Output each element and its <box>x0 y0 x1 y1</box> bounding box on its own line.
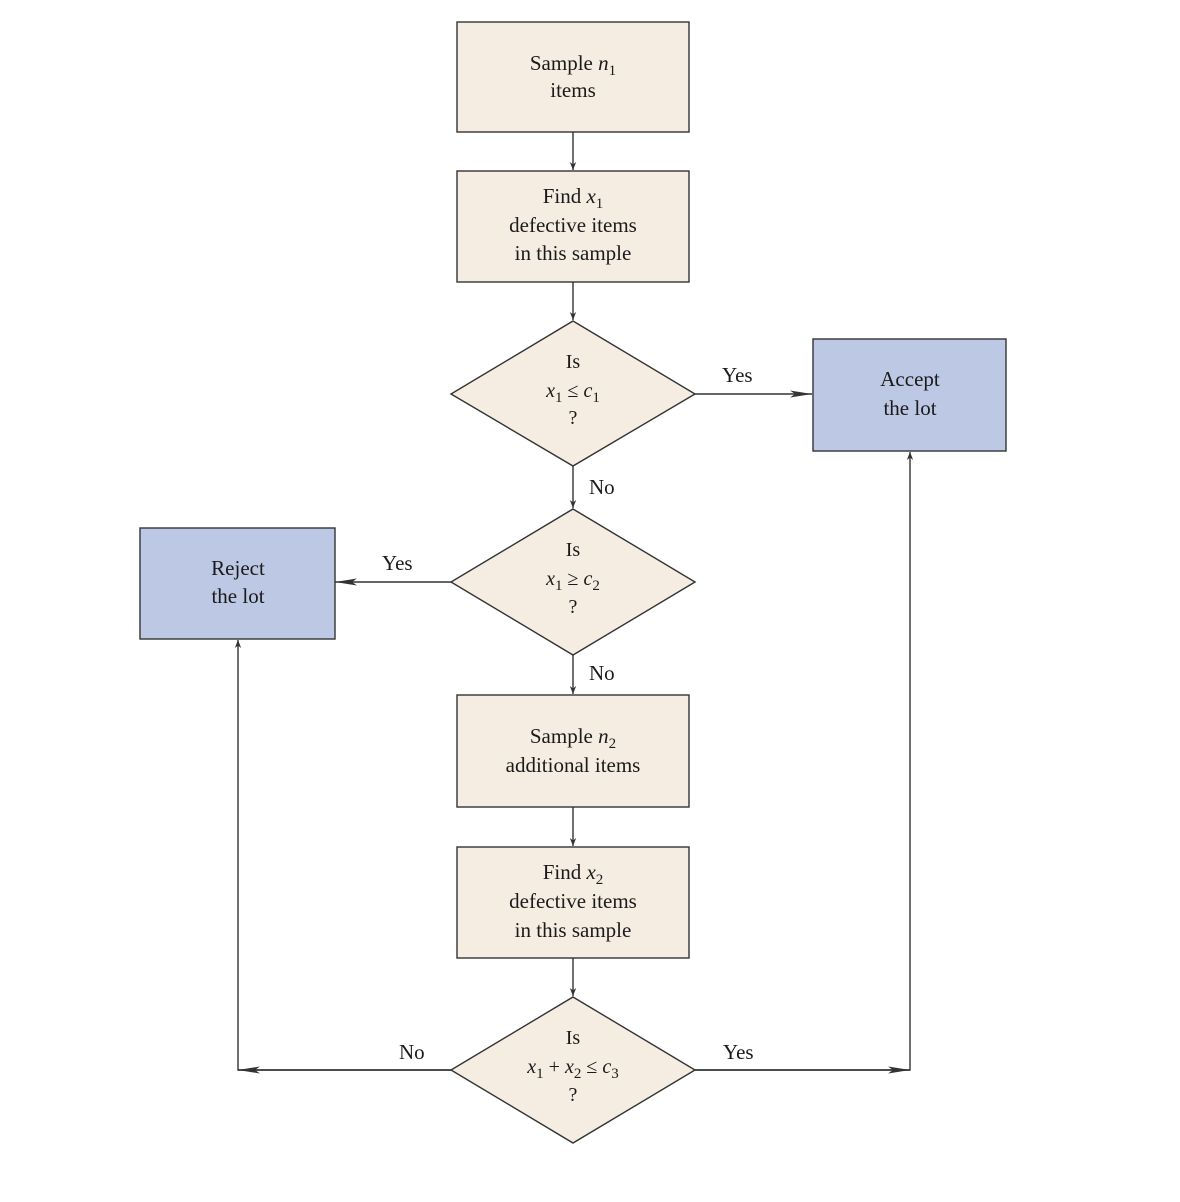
lhs-var: x <box>545 380 555 402</box>
lhs-var: x <box>545 568 555 590</box>
decision-text-line2: x1 + x2 ≤ c3 <box>526 1056 618 1082</box>
edge-label-d3-no: No <box>399 1040 425 1064</box>
node-var: x <box>585 184 596 208</box>
outcome-box <box>812 338 1007 452</box>
edge-label-d2-yes: Yes <box>382 551 413 575</box>
decision-text-line1: Is <box>566 1027 581 1049</box>
b-var: x <box>564 1056 574 1078</box>
node-text-line1: Sample n1 <box>530 51 616 79</box>
connectors <box>234 132 914 1074</box>
node-decision3: Is x1 + x2 ≤ c3 ? <box>449 996 697 1144</box>
process-box <box>456 694 690 808</box>
process-box <box>456 846 690 959</box>
node-text-line3: in this sample <box>515 918 632 942</box>
decision-diamond <box>449 320 697 467</box>
node-sub: 2 <box>596 872 604 888</box>
b-sub: 2 <box>574 1066 582 1082</box>
node-text-line3: in this sample <box>515 241 632 265</box>
rhs-var: c <box>602 1056 611 1078</box>
node-decision2: Is x1 ≥ c2 ? <box>449 508 697 656</box>
outcome-text-line1: Reject <box>211 556 265 580</box>
process-box <box>456 170 690 283</box>
edge-label-d3-yes: Yes <box>723 1040 754 1064</box>
rhs-sub: 2 <box>592 578 600 594</box>
node-text-line2: defective items <box>509 213 637 237</box>
edge-label-d1-yes: Yes <box>722 363 753 387</box>
decision-text-line1: Is <box>566 539 581 561</box>
outcome-box <box>139 527 336 640</box>
process-box <box>456 21 690 133</box>
edge-decision3-reject <box>234 640 451 1071</box>
node-word: Find <box>543 184 582 208</box>
decision-diamond <box>449 508 697 656</box>
rhs-sub: 3 <box>611 1066 619 1082</box>
node-accept: Accept the lot <box>812 338 1007 452</box>
outcome-text-line2: the lot <box>883 396 936 420</box>
node-find1: Find x1 defective items in this sample <box>456 170 690 283</box>
decision-text-line3: ? <box>569 1084 578 1106</box>
node-word: Find <box>543 860 582 884</box>
lhs-sub: 1 <box>555 578 563 594</box>
node-sub: 1 <box>609 63 617 79</box>
node-word: Sample <box>530 51 593 75</box>
edge-label-d1-no: No <box>589 475 615 499</box>
rhs-sub: 1 <box>592 390 600 406</box>
node-text-line1: Find x2 <box>543 860 604 888</box>
decision-diamond <box>449 996 697 1144</box>
node-sample1: Sample n1 items <box>456 21 690 133</box>
outcome-text-line1: Accept <box>880 367 940 391</box>
lhs-sub: 1 <box>555 390 563 406</box>
a-var: x <box>526 1056 536 1078</box>
node-var: n <box>598 51 609 75</box>
node-text-line1: Find x1 <box>543 184 604 212</box>
node-var: n <box>598 724 609 748</box>
operator: ≤ <box>568 380 579 402</box>
operator: ≥ <box>568 568 579 590</box>
edge-decision3-accept <box>695 452 914 1071</box>
node-text-line1: Sample n2 <box>530 724 616 752</box>
decision-text-line2: x1 ≤ c1 <box>545 380 600 406</box>
node-var: x <box>585 860 596 884</box>
node-sample2: Sample n2 additional items <box>456 694 690 808</box>
operator: ≤ <box>586 1056 597 1078</box>
decision-text-line3: ? <box>569 407 578 429</box>
node-sub: 1 <box>596 196 604 212</box>
node-sub: 2 <box>609 736 617 752</box>
plus-sign: + <box>549 1056 560 1078</box>
node-decision1: Is x1 ≤ c1 ? <box>449 320 697 467</box>
node-reject: Reject the lot <box>139 527 336 640</box>
node-word: Sample <box>530 724 593 748</box>
decision-text-line3: ? <box>569 596 578 618</box>
rhs-var: c <box>583 568 592 590</box>
a-sub: 1 <box>536 1066 544 1082</box>
rhs-var: c <box>583 380 592 402</box>
edge-label-d2-no: No <box>589 661 615 685</box>
node-find2: Find x2 defective items in this sample <box>456 846 690 959</box>
node-text-line2: items <box>550 78 596 102</box>
decision-text-line1: Is <box>566 351 581 373</box>
decision-text-line2: x1 ≥ c2 <box>545 568 600 594</box>
outcome-text-line2: the lot <box>211 584 264 608</box>
node-text-line2: defective items <box>509 889 637 913</box>
node-text-line2: additional items <box>506 753 641 777</box>
